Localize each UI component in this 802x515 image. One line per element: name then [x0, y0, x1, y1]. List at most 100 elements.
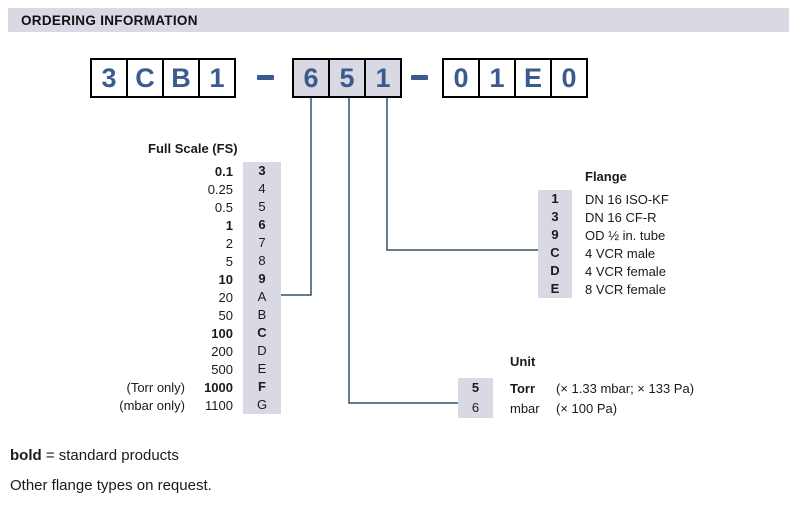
- full-scale-code: 9: [243, 270, 281, 288]
- full-scale-row: 50 B: [85, 306, 281, 324]
- full-scale-code: D: [243, 342, 281, 360]
- full-scale-value: 50: [218, 307, 233, 323]
- full-scale-row: 20 A: [85, 288, 281, 306]
- flange-label: DN 16 ISO-KF: [585, 191, 669, 207]
- full-scale-prefix: (mbar only): [119, 397, 185, 413]
- full-scale-value: 0.25: [207, 181, 233, 197]
- code-box: 1: [364, 58, 402, 98]
- code-box: 0: [550, 58, 588, 98]
- full-scale-code: 5: [243, 198, 281, 216]
- full-scale-code: F: [243, 378, 281, 396]
- flange-label: 4 VCR female: [585, 263, 666, 279]
- unit-table: 5 Torr (× 1.33 mbar; × 133 Pa) 6 mbar (× 100 …: [458, 378, 694, 418]
- footer-note-rest: = standard products: [41, 447, 179, 464]
- full-scale-heading: Full Scale (FS): [148, 141, 238, 156]
- unit-name: Torr: [510, 380, 536, 396]
- full-scale-value: 10: [218, 271, 233, 287]
- full-scale-code: 3: [243, 162, 281, 180]
- flange-code: E: [538, 280, 572, 298]
- full-scale-code: 8: [243, 252, 281, 270]
- code-box: 3: [90, 58, 128, 98]
- full-scale-value: 200: [211, 343, 233, 359]
- unit-code: 6: [458, 398, 493, 418]
- flange-row: D 4 VCR female: [538, 262, 669, 280]
- full-scale-value: 500: [211, 361, 233, 377]
- connector-line-flange: [386, 98, 538, 251]
- full-scale-row: 100 C: [85, 324, 281, 342]
- flange-code: 9: [538, 226, 572, 244]
- full-scale-value: 20: [218, 289, 233, 305]
- unit-row: 5 Torr (× 1.33 mbar; × 133 Pa): [458, 378, 694, 398]
- full-scale-code: C: [243, 324, 281, 342]
- unit-name: mbar: [510, 400, 540, 416]
- full-scale-value: 5: [225, 253, 233, 269]
- full-scale-code: 6: [243, 216, 281, 234]
- unit-heading: Unit: [510, 354, 536, 369]
- full-scale-row: 10 9: [85, 270, 281, 288]
- full-scale-code: A: [243, 288, 281, 306]
- full-scale-row: 200 D: [85, 342, 281, 360]
- full-scale-code: 4: [243, 180, 281, 198]
- flange-label: 4 VCR male: [585, 245, 656, 261]
- unit-row: 6 mbar (× 100 Pa): [458, 398, 694, 418]
- full-scale-value: 0.1: [214, 163, 233, 179]
- full-scale-prefix: (Torr only): [126, 379, 185, 395]
- flange-row: E 8 VCR female: [538, 280, 669, 298]
- flange-code: C: [538, 244, 572, 262]
- section-header-title: ORDERING INFORMATION: [21, 12, 198, 28]
- code-box: 0: [442, 58, 480, 98]
- flange-code: D: [538, 262, 572, 280]
- full-scale-value: 0.5: [214, 199, 233, 215]
- full-scale-code: E: [243, 360, 281, 378]
- full-scale-code: G: [243, 396, 281, 414]
- full-scale-value: 100: [211, 325, 233, 341]
- full-scale-value: 1: [225, 217, 233, 233]
- unit-code: 5: [458, 378, 493, 398]
- flange-row: C 4 VCR male: [538, 244, 669, 262]
- flange-label: DN 16 CF-R: [585, 209, 657, 225]
- footer-note-bold-word: bold: [10, 447, 42, 464]
- flange-label: 8 VCR female: [585, 281, 666, 297]
- full-scale-code: 7: [243, 234, 281, 252]
- flange-heading: Flange: [585, 169, 627, 184]
- dash-separator: [257, 75, 274, 80]
- code-box: C: [126, 58, 164, 98]
- connector-line-unit: [348, 98, 458, 404]
- full-scale-row: (mbar only) 1100 G: [85, 396, 281, 414]
- flange-code: 3: [538, 208, 572, 226]
- full-scale-row: 500 E: [85, 360, 281, 378]
- full-scale-value: 2: [225, 235, 233, 251]
- dash-separator: [411, 75, 428, 80]
- flange-row: 3 DN 16 CF-R: [538, 208, 669, 226]
- unit-note: (× 100 Pa): [556, 400, 618, 416]
- full-scale-code: B: [243, 306, 281, 324]
- footer-note-1: bold = standard products: [10, 447, 179, 464]
- code-box: 6: [292, 58, 330, 98]
- footer-note-2: Other flange types on request.: [10, 477, 212, 494]
- section-header-bar: ORDERING INFORMATION: [8, 8, 789, 32]
- flange-label: OD ½ in. tube: [585, 227, 666, 243]
- connector-line-full-scale: [281, 98, 312, 296]
- flange-row: 1 DN 16 ISO-KF: [538, 190, 669, 208]
- code-box: E: [514, 58, 552, 98]
- code-box: B: [162, 58, 200, 98]
- code-box: 5: [328, 58, 366, 98]
- unit-note: (× 1.33 mbar; × 133 Pa): [556, 380, 695, 396]
- flange-code: 1: [538, 190, 572, 208]
- full-scale-row: 0.25 4: [85, 180, 281, 198]
- full-scale-value: 1100: [205, 397, 233, 413]
- code-box: 1: [478, 58, 516, 98]
- flange-row: 9 OD ½ in. tube: [538, 226, 669, 244]
